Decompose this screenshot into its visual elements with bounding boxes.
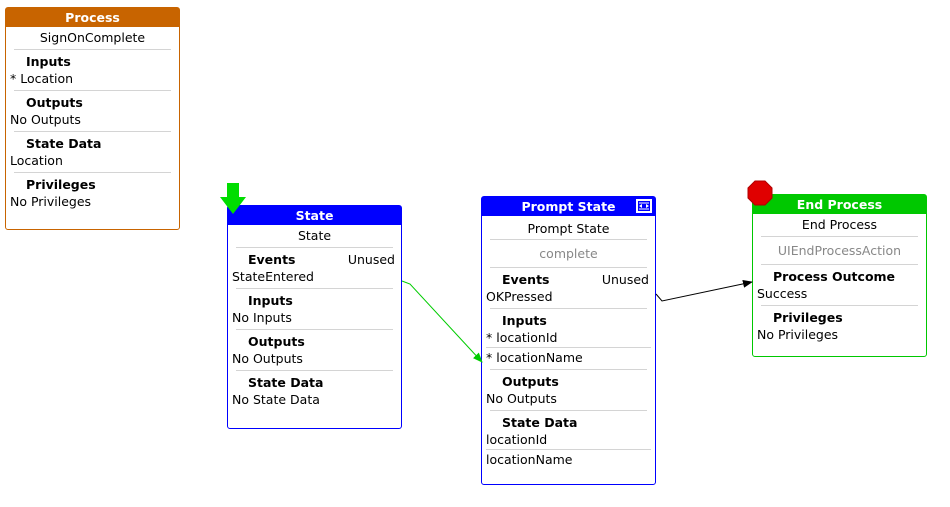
prompt-state-data-section: State Data locationId locationName [482, 411, 655, 471]
section-item: OKPressed [486, 289, 553, 304]
prompt-state-node[interactable]: Prompt State Prompt State complete Event… [481, 196, 656, 485]
process-state-data-section: State Data Location [6, 132, 179, 172]
section-title: Privileges [26, 177, 96, 192]
prompt-inputs-section: Inputs * locationId * locationName [482, 309, 655, 369]
section-title: State Data [248, 375, 324, 390]
divider [486, 449, 651, 450]
section-item: No State Data [232, 392, 320, 407]
section-title: State Data [26, 136, 102, 151]
section-title: Privileges [773, 310, 843, 325]
end-process-node-header: End Process [753, 195, 926, 214]
state-events-section: Events Unused StateEntered [228, 248, 401, 288]
divider [490, 369, 647, 370]
prompt-events-section: Events Unused OKPressed [482, 268, 655, 308]
divider [236, 329, 393, 330]
prompt-state-action: complete [539, 246, 598, 261]
end-process-node[interactable]: End Process End Process UIEndProcessActi… [752, 194, 927, 357]
prompt-state-name: Prompt State [527, 221, 610, 236]
events-status: Unused [601, 272, 649, 287]
process-node[interactable]: Process SignOnComplete Inputs * Location… [5, 7, 180, 230]
state-node[interactable]: State State Events Unused StateEntered I… [227, 205, 402, 429]
section-item: * locationName [486, 350, 583, 365]
prompt-dialog-icon [636, 199, 652, 213]
process-node-header: Process [6, 8, 179, 27]
divider [761, 305, 918, 306]
prompt-outputs-section: Outputs No Outputs [482, 370, 655, 410]
process-outputs-section: Outputs No Outputs [6, 91, 179, 131]
section-title: Outputs [26, 95, 83, 110]
divider [236, 370, 393, 371]
edge-prompt-to-end[interactable] [655, 279, 753, 302]
divider [761, 236, 918, 237]
section-title: Events [502, 272, 550, 287]
divider [490, 239, 647, 240]
divider [236, 247, 393, 248]
divider [761, 264, 918, 265]
divider [14, 172, 171, 173]
section-item: * locationId [486, 330, 558, 345]
section-item: No Inputs [232, 310, 292, 325]
section-title: Process Outcome [773, 269, 896, 284]
prompt-state-header-label: Prompt State [521, 199, 616, 214]
section-title: State Data [502, 415, 578, 430]
end-process-name: End Process [801, 217, 878, 232]
state-inputs-section: Inputs No Inputs [228, 289, 401, 329]
section-title: Inputs [248, 293, 293, 308]
divider [14, 49, 171, 50]
section-item: No Outputs [232, 351, 303, 366]
state-state-data-section: State Data No State Data [228, 371, 401, 411]
end-privileges-section: Privileges No Privileges [753, 306, 926, 346]
section-item: No Privileges [10, 194, 92, 209]
section-item: No Privileges [757, 327, 839, 342]
section-item: Success [757, 286, 808, 301]
end-outcome-section: Process Outcome Success [753, 265, 926, 305]
edge-state-to-prompt[interactable] [401, 280, 483, 363]
process-inputs-section: Inputs * Location [6, 50, 179, 90]
state-node-name: State [297, 228, 332, 243]
section-item: No Outputs [486, 391, 557, 406]
section-item: Location [10, 153, 63, 168]
events-status: Unused [347, 252, 395, 267]
section-item: StateEntered [232, 269, 314, 284]
divider [14, 90, 171, 91]
prompt-state-node-header: Prompt State [482, 197, 655, 216]
section-item: * Location [10, 71, 74, 86]
divider [486, 347, 651, 348]
start-arrow-icon [220, 183, 246, 214]
divider [490, 308, 647, 309]
end-process-action: UIEndProcessAction [777, 243, 902, 258]
section-item: locationId [486, 432, 548, 447]
divider [490, 410, 647, 411]
section-item: locationName [486, 452, 573, 467]
divider [14, 131, 171, 132]
divider [236, 288, 393, 289]
divider [490, 267, 647, 268]
section-title: Inputs [26, 54, 71, 69]
section-item: No Outputs [10, 112, 81, 127]
state-node-header: State [228, 206, 401, 225]
state-outputs-section: Outputs No Outputs [228, 330, 401, 370]
section-title: Outputs [502, 374, 559, 389]
section-title: Events [248, 252, 296, 267]
process-node-name: SignOnComplete [39, 30, 146, 45]
section-title: Inputs [502, 313, 547, 328]
stop-octagon-icon [747, 180, 773, 206]
process-privileges-section: Privileges No Privileges [6, 173, 179, 213]
section-title: Outputs [248, 334, 305, 349]
